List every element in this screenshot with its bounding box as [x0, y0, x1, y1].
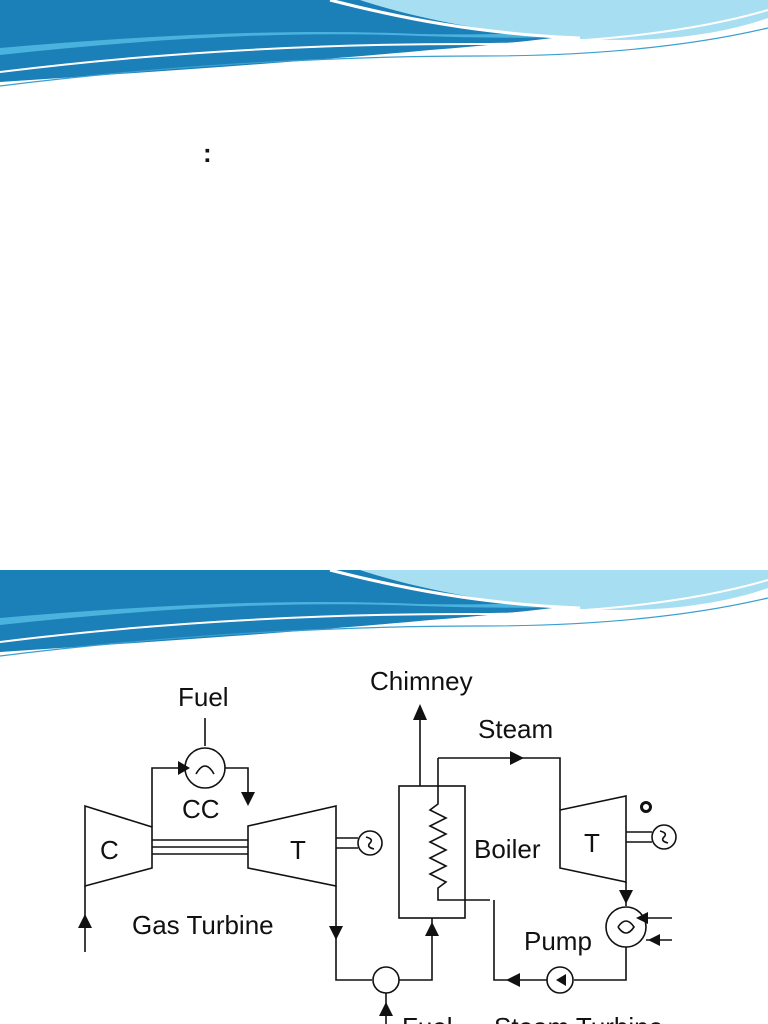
- st-generator-icon: [651, 824, 677, 850]
- burner-to-boiler-arrow: [425, 922, 439, 936]
- steam-label: Steam: [478, 714, 553, 744]
- gas-turbine-caption: Gas Turbine: [132, 910, 274, 940]
- gt-generator-icon: [357, 830, 383, 856]
- burner-to-boiler-line: [399, 918, 433, 981]
- bottom-fuel-label: Fuel: [402, 1012, 453, 1024]
- steam-line: [438, 757, 561, 810]
- cooling-water-in-arrow: [636, 912, 648, 924]
- cc-label: CC: [182, 794, 220, 824]
- compressor-label: C: [100, 835, 119, 865]
- fuel-label: Fuel: [178, 682, 229, 712]
- header-wave-decoration: [0, 0, 768, 87]
- exhaust-arrow: [329, 926, 343, 940]
- combined-cycle-diagram: Fuel CC C T Gas Turbine: [78, 666, 677, 1024]
- chimney-arrow: [413, 704, 427, 720]
- condenser-circle: [605, 906, 647, 948]
- boiler-label: Boiler: [474, 834, 541, 864]
- cc-to-turbine-line: [225, 767, 249, 800]
- fuel-valve-symbol: [195, 765, 215, 775]
- turbine-to-condenser-arrow: [619, 890, 633, 904]
- condensate-line: [574, 947, 627, 981]
- boiler-coil: [428, 758, 490, 901]
- gas-turbine-label: T: [290, 835, 306, 865]
- air-to-cc-line: [151, 767, 185, 827]
- st-generator-symbol: [659, 830, 669, 844]
- pump-symbol: [556, 974, 566, 986]
- chimney-label: Chimney: [370, 666, 473, 696]
- condenser-symbol: [617, 920, 635, 934]
- slide-1: :: [0, 0, 768, 168]
- slide-2: Fuel CC C T Gas Turbine: [0, 570, 768, 1024]
- gt-generator-symbol: [365, 836, 375, 850]
- pump-label: Pump: [524, 926, 592, 956]
- cooling-water-out-arrow: [648, 934, 660, 946]
- air-to-cc-arrow: [178, 761, 190, 775]
- fuel-valve-circle: [184, 747, 226, 789]
- bottom-fuel-arrow: [379, 1002, 393, 1016]
- compressor-block: [84, 804, 153, 888]
- supplementary-burner-circle: [372, 966, 400, 994]
- exhaust-line: [335, 886, 372, 981]
- feedwater-line: [493, 900, 547, 981]
- air-intake-arrow: [78, 914, 92, 928]
- slide-body-text: :: [203, 138, 212, 168]
- steam-turbine-caption: Steam Turbine: [494, 1012, 663, 1024]
- steam-turbine-label: T: [584, 828, 600, 858]
- cc-to-turbine-arrow: [241, 792, 255, 806]
- feedwater-arrow: [506, 973, 520, 987]
- header-wave-decoration: [0, 570, 768, 657]
- steam-turbine-indicator-icon: [640, 801, 652, 813]
- boiler-block: [398, 785, 466, 919]
- steam-arrow: [510, 751, 524, 765]
